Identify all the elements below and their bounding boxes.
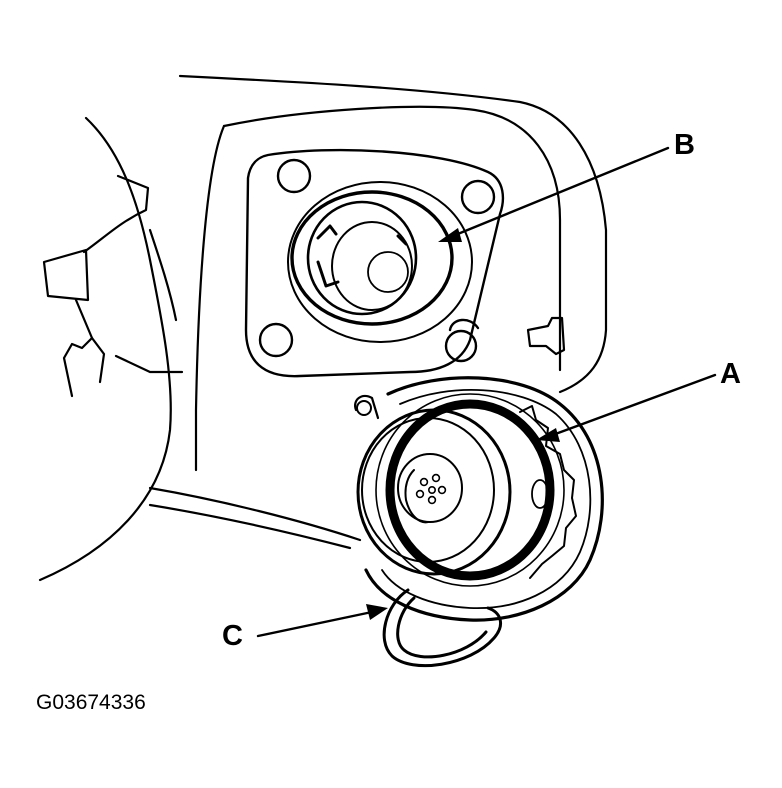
- mount-hole-bottom-right: [444, 329, 478, 363]
- arrowhead-c: [366, 604, 388, 620]
- callout-a: A: [720, 358, 741, 390]
- leader-line-b: [446, 146, 670, 240]
- filler-neck: [287, 181, 473, 343]
- figure-id: G03674336: [36, 691, 146, 714]
- callout-c: C: [222, 620, 243, 652]
- cap-tether: [382, 588, 503, 668]
- leader-line-a: [548, 373, 717, 438]
- filler-mounting-plate: [244, 148, 505, 378]
- arrowhead-a: [536, 428, 560, 442]
- body-panel-outline: [148, 74, 608, 550]
- fuel-cap: [354, 376, 604, 622]
- hand-outline: [38, 116, 184, 582]
- arrowhead-b: [438, 228, 462, 242]
- door-latch: [526, 316, 566, 356]
- mount-hole-bottom-left: [258, 322, 294, 358]
- leader-line-c: [256, 610, 374, 638]
- mount-hole-top-left: [276, 158, 312, 194]
- mount-hole-top-right: [460, 179, 496, 215]
- cap-vent-holes: [415, 473, 447, 505]
- cap-seal-ring: [385, 399, 555, 581]
- leader-arrows: [256, 146, 717, 638]
- callout-b: B: [674, 129, 695, 161]
